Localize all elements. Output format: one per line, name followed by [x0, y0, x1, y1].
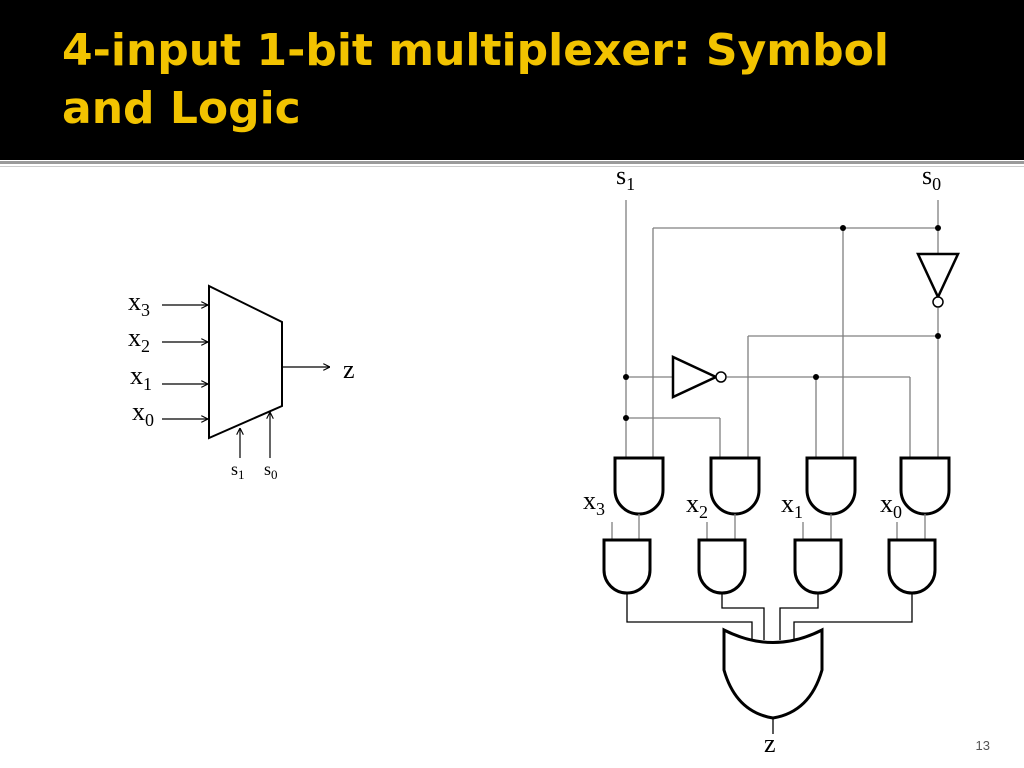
logic-data-x3: x3	[583, 486, 605, 519]
and-gate-decode-2	[709, 456, 761, 516]
symbol-input-x3: x3	[128, 287, 150, 320]
page-number: 13	[975, 738, 990, 753]
symbol-output-z: z	[343, 355, 355, 384]
and-gate-data-0	[887, 538, 937, 595]
inverter-s1	[671, 355, 727, 399]
header-rule	[0, 161, 1024, 164]
mux-symbol: x3 x2 x1 x0 z s1 s0	[128, 284, 355, 482]
logic-data-x1: x1	[781, 489, 803, 522]
data-and-gates	[602, 538, 937, 595]
or-gate-output	[722, 627, 824, 720]
mux-trapezoid	[208, 284, 283, 440]
title-bar: 4-input 1-bit multiplexer: Symbol and Lo…	[0, 0, 1024, 160]
and-gate-decode-0	[899, 456, 951, 516]
or-input-wires	[626, 593, 913, 734]
and-gate-data-3	[602, 538, 652, 595]
and-gate-decode-3	[613, 456, 665, 516]
logic-select-s0: s0	[922, 161, 941, 194]
symbol-input-x1: x1	[130, 361, 152, 394]
row-connections	[611, 514, 926, 540]
and-gate-data-2	[697, 538, 747, 595]
logic-select-s1: s1	[616, 161, 635, 194]
inverter-s0	[916, 252, 960, 308]
symbol-input-x0: x0	[132, 397, 154, 430]
symbol-input-x2: x2	[128, 323, 150, 356]
header-rule-thin	[0, 166, 1024, 167]
symbol-input-arrows	[162, 305, 330, 458]
logic-data-x2: x2	[686, 489, 708, 522]
symbol-select-s1: s1	[231, 459, 245, 482]
wire-junctions	[623, 225, 941, 421]
and-gate-data-1	[793, 538, 843, 595]
select-wires	[625, 200, 939, 458]
logic-output-z: z	[764, 729, 776, 758]
symbol-select-s0: s0	[264, 459, 278, 482]
decoder-and-gates	[613, 456, 951, 516]
mux-logic-circuit: s1 s0 x3 x2 x1 x0 z	[583, 161, 960, 758]
logic-data-x0: x0	[880, 489, 902, 522]
slide-title: 4-input 1-bit multiplexer: Symbol and Lo…	[62, 25, 889, 134]
and-gate-decode-1	[805, 456, 857, 516]
